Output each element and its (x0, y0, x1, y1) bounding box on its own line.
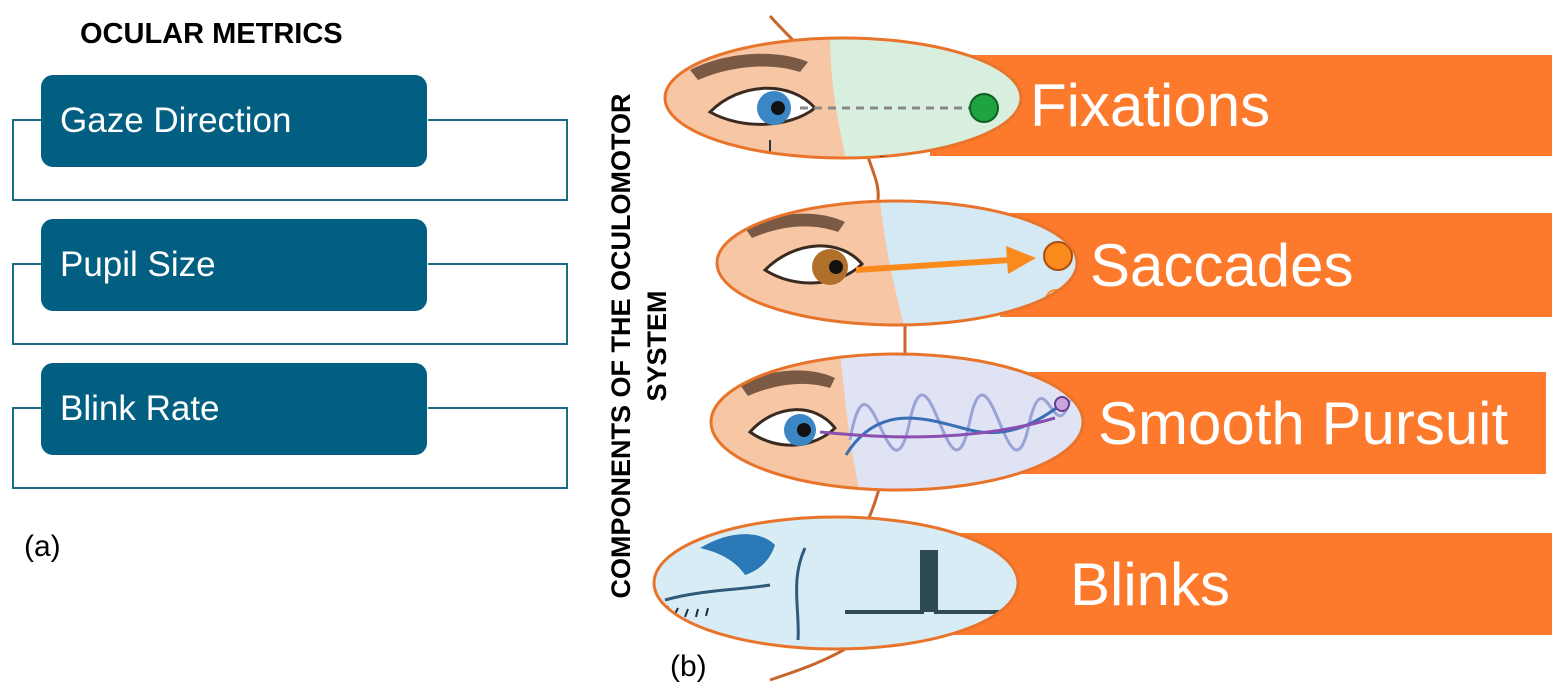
ocular-metrics-title: OCULAR METRICS (80, 18, 343, 50)
saccades-label: Saccades (1090, 231, 1354, 299)
panel-a-label: (a) (24, 530, 61, 563)
gaze-direction-label: Gaze Direction (60, 101, 292, 140)
panel-b-label: (b) (670, 650, 707, 683)
saccades-banner: Saccades (1000, 213, 1552, 317)
smooth-pursuit-banner: Smooth Pursuit (1000, 372, 1546, 474)
blink-rate-label: Blink Rate (60, 389, 220, 428)
gaze-direction-bracket (12, 119, 568, 201)
saccades-ellipse (717, 201, 1077, 325)
blinks-banner: Blinks (930, 533, 1552, 635)
fixations-label: Fixations (1030, 72, 1271, 139)
blink-rate-box: Blink Rate (41, 363, 427, 455)
smooth-pursuit-ellipse (711, 354, 1083, 490)
pupil-size-label: Pupil Size (60, 245, 216, 284)
pupil-size-box: Pupil Size (41, 219, 427, 311)
blinks-ellipse (654, 517, 1018, 649)
blink-rate-bracket (12, 407, 568, 489)
blinks-label: Blinks (1070, 550, 1231, 618)
fixations-banner: Fixations (930, 55, 1552, 156)
smooth-pursuit-label: Smooth Pursuit (1098, 389, 1509, 457)
pupil-size-bracket (12, 263, 568, 345)
gaze-direction-box: Gaze Direction (41, 75, 427, 167)
fixations-ellipse (665, 38, 1021, 158)
